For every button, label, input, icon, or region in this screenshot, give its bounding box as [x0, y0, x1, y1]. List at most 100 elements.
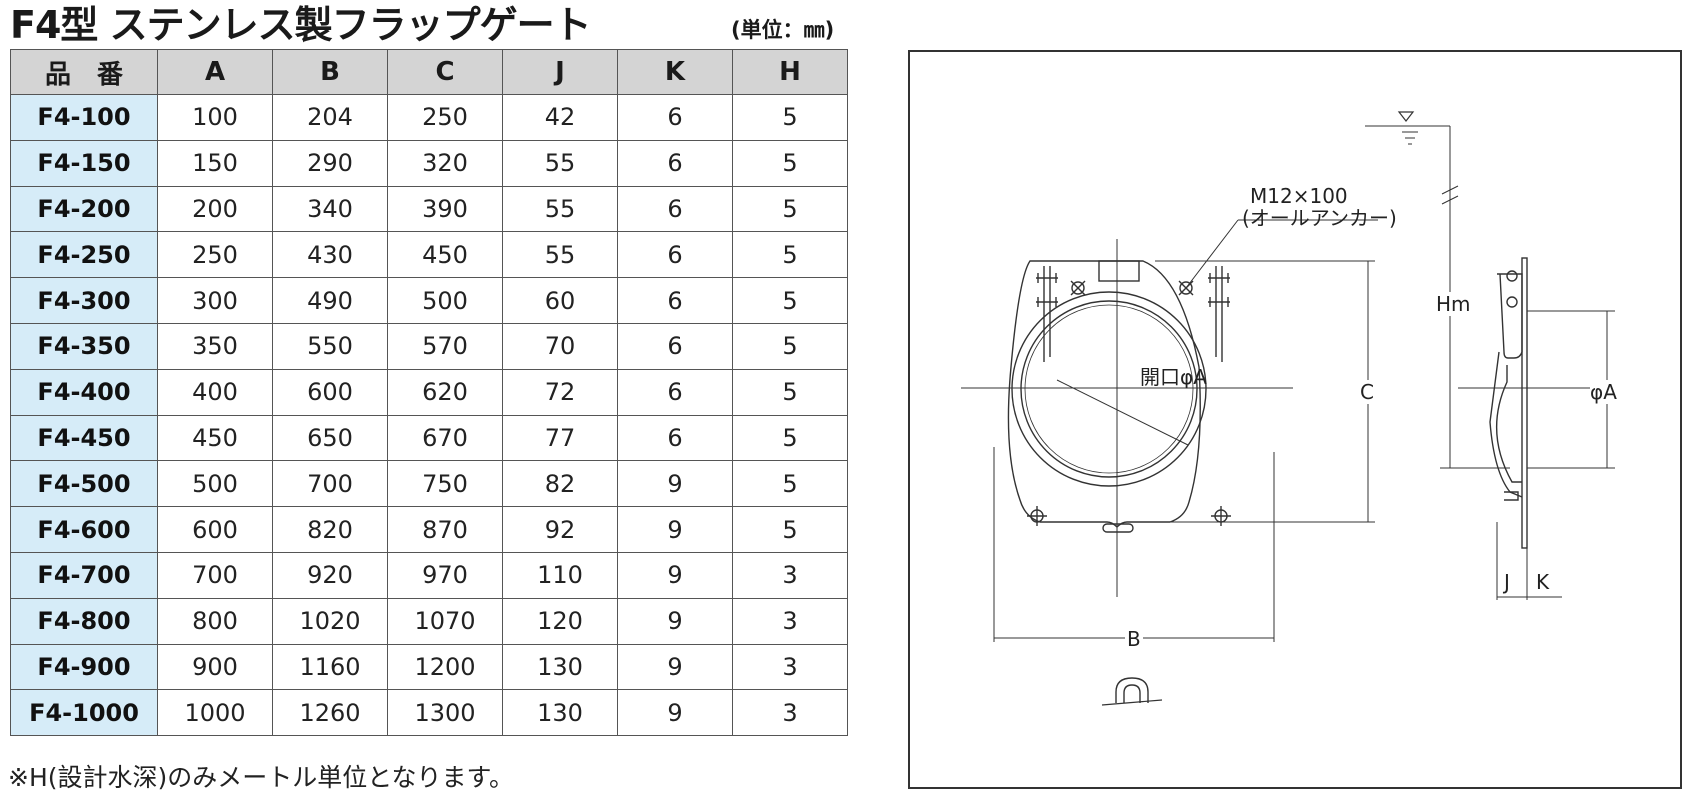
cell-k: 6 [617, 231, 733, 279]
cell-a: 250 [157, 231, 273, 279]
cell-k: 9 [617, 643, 733, 691]
cell-j: 92 [502, 506, 618, 553]
cell-j: 120 [502, 597, 618, 645]
cell-part-number: F4-350 [10, 322, 158, 370]
cell-part-number: F4-1000 [10, 689, 158, 737]
cell-j: 130 [502, 689, 618, 737]
technical-drawing: M12×100 (オールアンカー) 開口φA B C Hm φA J K [908, 50, 1682, 789]
cell-j: 110 [502, 551, 618, 599]
cell-k: 6 [617, 139, 733, 187]
cell-c: 670 [387, 414, 503, 462]
header-h: H [732, 49, 848, 95]
cell-j: 60 [502, 277, 618, 324]
hinge-plate [1098, 260, 1140, 282]
unit-label: (単位：㎜) [731, 18, 835, 42]
cell-h: 5 [732, 185, 848, 233]
opening-label: 開口φA [1140, 365, 1207, 389]
cell-h: 5 [732, 506, 848, 553]
cell-part-number: F4-150 [10, 139, 158, 187]
cell-c: 750 [387, 460, 503, 508]
cell-h: 3 [732, 551, 848, 599]
cell-h: 5 [732, 277, 848, 324]
cell-b: 1160 [272, 643, 388, 691]
cell-c: 450 [387, 231, 503, 279]
cell-h: 5 [732, 139, 848, 187]
cell-h: 5 [732, 368, 848, 416]
cell-k: 6 [617, 414, 733, 462]
cell-a: 300 [157, 277, 273, 324]
cell-a: 500 [157, 460, 273, 508]
cell-c: 870 [387, 506, 503, 553]
cell-c: 500 [387, 277, 503, 324]
cell-j: 72 [502, 368, 618, 416]
cell-b: 550 [272, 322, 388, 370]
cell-k: 9 [617, 597, 733, 645]
cell-h: 5 [732, 94, 848, 141]
cell-part-number: F4-200 [10, 185, 158, 233]
cell-a: 350 [157, 322, 273, 370]
cell-h: 3 [732, 597, 848, 645]
cell-k: 6 [617, 277, 733, 324]
cell-a: 150 [157, 139, 273, 187]
gate-outer-ring [1011, 291, 1207, 487]
cell-j: 55 [502, 231, 618, 279]
header-c: C [387, 49, 503, 95]
cell-b: 430 [272, 231, 388, 279]
cell-part-number: F4-600 [10, 506, 158, 553]
dim-j-label: J [1504, 570, 1510, 594]
header-a: A [157, 49, 273, 95]
table-header-row: 品 番 A B C J K H [10, 49, 848, 95]
header-part-number: 品 番 [10, 49, 158, 95]
flap-gate-diagram [961, 111, 1615, 706]
cell-a: 700 [157, 551, 273, 599]
cell-a: 900 [157, 643, 273, 691]
cell-h: 3 [732, 689, 848, 737]
cell-c: 250 [387, 94, 503, 141]
cell-k: 9 [617, 689, 733, 737]
cell-a: 400 [157, 368, 273, 416]
cell-b: 490 [272, 277, 388, 324]
page-title: F4型 ステンレス製フラップゲート [10, 3, 592, 47]
cell-k: 9 [617, 551, 733, 599]
cell-c: 1300 [387, 689, 503, 737]
cell-k: 9 [617, 506, 733, 553]
cell-b: 820 [272, 506, 388, 553]
cell-part-number: F4-100 [10, 94, 158, 141]
cell-j: 70 [502, 322, 618, 370]
cell-k: 6 [617, 322, 733, 370]
cell-a: 200 [157, 185, 273, 233]
cell-h: 3 [732, 643, 848, 691]
cell-b: 650 [272, 414, 388, 462]
cell-part-number: F4-800 [10, 597, 158, 645]
cell-b: 920 [272, 551, 388, 599]
cell-a: 100 [157, 94, 273, 141]
anchor-label-2: (オールアンカー) [1242, 206, 1397, 230]
cell-c: 970 [387, 551, 503, 599]
cell-b: 700 [272, 460, 388, 508]
cell-j: 55 [502, 185, 618, 233]
footnote: ※H(設計水深)のみメートル単位となります。 [8, 763, 515, 792]
cell-h: 5 [732, 460, 848, 508]
dim-c-label: C [1360, 380, 1374, 404]
gate-inner-ring-2 [1024, 304, 1194, 474]
header-k: K [617, 49, 733, 95]
cell-c: 570 [387, 322, 503, 370]
cell-j: 55 [502, 139, 618, 187]
cell-part-number: F4-400 [10, 368, 158, 416]
cell-part-number: F4-250 [10, 231, 158, 279]
cell-j: 77 [502, 414, 618, 462]
header-j: J [502, 49, 618, 95]
dim-phi-a-label: φA [1590, 380, 1617, 404]
